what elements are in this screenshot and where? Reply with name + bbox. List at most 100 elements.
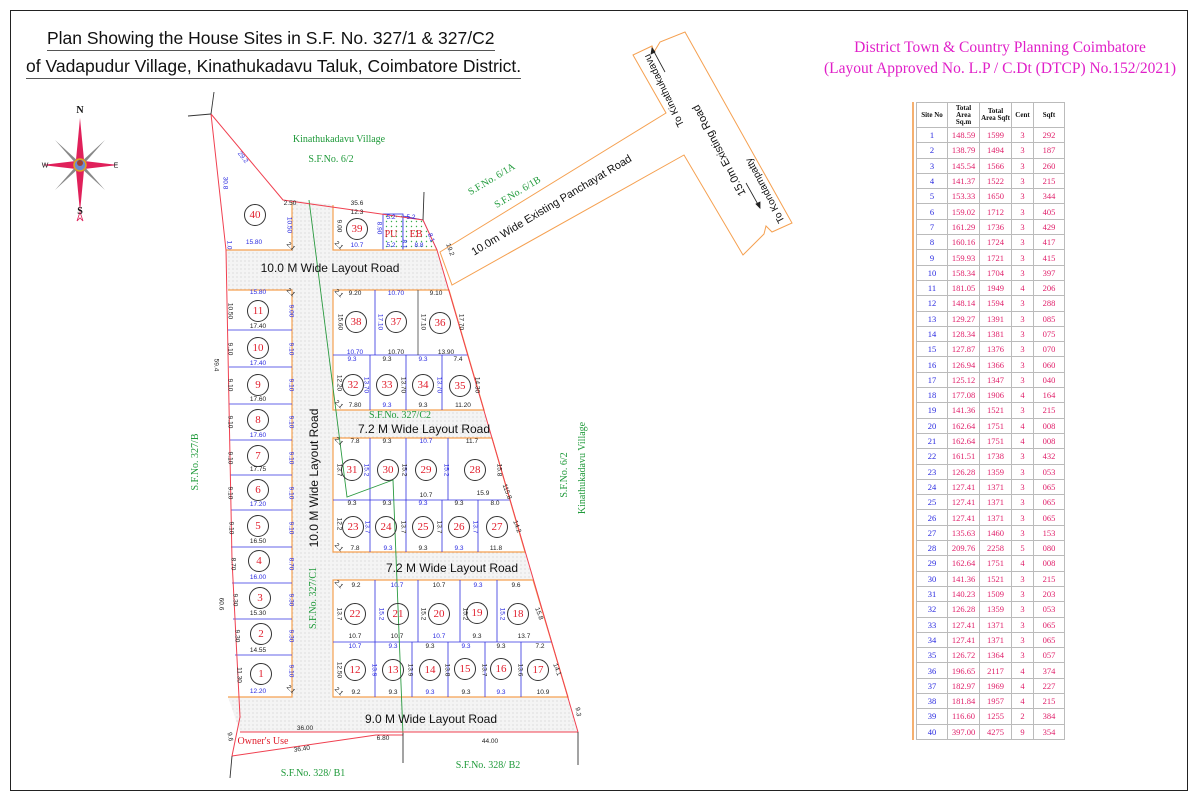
site-number-cell: 6 bbox=[916, 203, 948, 220]
site-number-cell: 28 bbox=[916, 540, 948, 557]
dimension-label: 15.60 bbox=[336, 313, 344, 331]
cent-cell: 3 bbox=[1011, 234, 1034, 251]
area-sqft-cell: 1599 bbox=[979, 126, 1012, 144]
dimension-label: 9.3 bbox=[454, 499, 464, 507]
dimension-label: 9.10 bbox=[287, 415, 295, 429]
area-sqm-cell: 397.00 bbox=[947, 723, 980, 740]
dimension-label: 9.3 bbox=[418, 401, 428, 409]
dimension-label: 9.3 bbox=[418, 499, 428, 507]
top-road-label: 10.0 M Wide Layout Road bbox=[260, 261, 400, 275]
middle-road-2-label: 7.2 M Wide Layout Road bbox=[385, 561, 519, 575]
kinathukadavu-village-label: Kinathukadavu Village bbox=[292, 134, 386, 145]
dimension-label: 13.7 bbox=[435, 520, 443, 534]
dimension-label: 7.8 bbox=[350, 544, 360, 552]
compass-east-label: E bbox=[113, 162, 119, 170]
dimension-label: 9.10 bbox=[226, 451, 234, 465]
area-sqft-cell: 1521 bbox=[979, 570, 1012, 587]
column-header: Total Area Sq.m bbox=[947, 102, 980, 128]
site-plot-1: 1 bbox=[250, 663, 272, 685]
area-sqm-cell: 161.29 bbox=[947, 218, 980, 236]
sqft-cell: 344 bbox=[1033, 188, 1065, 205]
site-plot-37: 37 bbox=[385, 311, 407, 333]
dimension-label: 9.3 bbox=[496, 642, 506, 650]
sqft-cell: 080 bbox=[1033, 540, 1065, 557]
site-number-cell: 13 bbox=[916, 310, 948, 327]
column-header: Site No bbox=[916, 102, 948, 128]
dimension-label: 10.7 bbox=[348, 632, 362, 640]
cent-cell: 3 bbox=[1011, 264, 1034, 281]
area-sqm-cell: 129.27 bbox=[947, 310, 980, 327]
area-sqft-cell: 1359 bbox=[979, 463, 1012, 480]
dimension-label: 9.3 bbox=[347, 355, 357, 363]
area-sqft-cell: 1371 bbox=[979, 494, 1012, 511]
dimension-label: 6.80 bbox=[376, 734, 390, 742]
site-plot-13: 13 bbox=[382, 659, 404, 681]
cent-cell: 3 bbox=[1011, 616, 1034, 633]
site-number-cell: 33 bbox=[916, 616, 948, 633]
sf-327-c2-label: S.F.No. 327/C2 bbox=[369, 410, 431, 421]
dimension-label: 60.6 bbox=[217, 597, 225, 611]
dimension-label: 9.10 bbox=[227, 521, 235, 535]
cent-cell: 3 bbox=[1011, 218, 1034, 236]
site-plot-7: 7 bbox=[247, 445, 269, 467]
site-plot-38: 38 bbox=[345, 311, 367, 333]
sqft-cell: 417 bbox=[1033, 234, 1065, 251]
site-number-cell: 30 bbox=[916, 570, 948, 587]
sqft-cell: 384 bbox=[1033, 708, 1065, 725]
sqft-cell: 374 bbox=[1033, 662, 1065, 679]
dimension-label: 15.2 bbox=[461, 607, 469, 621]
dimension-label: 9.3 bbox=[454, 544, 464, 552]
cent-cell: 3 bbox=[1011, 570, 1034, 587]
cent-cell: 4 bbox=[1011, 387, 1034, 404]
site-plot-32: 32 bbox=[342, 374, 364, 396]
cent-cell: 3 bbox=[1011, 371, 1034, 389]
cent-cell: 3 bbox=[1011, 402, 1034, 419]
sqft-cell: 215 bbox=[1033, 172, 1065, 190]
area-sqm-cell: 141.37 bbox=[947, 172, 980, 190]
dimension-label: 13.6 bbox=[516, 663, 524, 677]
dimension-label: 9.10 bbox=[287, 342, 295, 356]
area-sqft-cell: 1522 bbox=[979, 172, 1012, 190]
sf-6-2-right-label: S.F.No. 6/2 bbox=[559, 452, 570, 498]
cent-cell: 4 bbox=[1011, 432, 1034, 450]
area-sqm-cell: 145.54 bbox=[947, 157, 980, 174]
area-sqm-cell: 127.41 bbox=[947, 616, 980, 633]
site-number-cell: 39 bbox=[916, 708, 948, 725]
cent-cell: 3 bbox=[1011, 494, 1034, 511]
cent-cell: 3 bbox=[1011, 463, 1034, 480]
site-number-cell: 5 bbox=[916, 188, 948, 205]
sqft-cell: 288 bbox=[1033, 295, 1065, 312]
compass-north-label: N bbox=[76, 105, 84, 116]
sqft-cell: 215 bbox=[1033, 402, 1065, 419]
dimension-label: 9.3 bbox=[382, 355, 392, 363]
dimension-label: 9.3 bbox=[382, 499, 392, 507]
approval-authority: District Town & Country Planning Coimbat… bbox=[854, 39, 1146, 56]
plan-title-line-1: Plan Showing the House Sites in S.F. No.… bbox=[47, 28, 495, 51]
dimension-label: 8.70 bbox=[229, 557, 237, 571]
dimension-label: 17.70 bbox=[457, 313, 465, 331]
dimension-label: 10.7 bbox=[390, 581, 404, 589]
eb-plot-label: EB bbox=[409, 229, 423, 240]
site-plot-9: 9 bbox=[247, 374, 269, 396]
area-sqft-cell: 1359 bbox=[979, 601, 1012, 618]
area-sqm-cell: 160.16 bbox=[947, 234, 980, 251]
site-number-cell: 40 bbox=[916, 723, 948, 740]
dimension-label: 7.8 bbox=[350, 437, 360, 445]
area-sqm-cell: 126.72 bbox=[947, 647, 980, 664]
area-sqft-cell: 1376 bbox=[979, 341, 1012, 358]
dimension-label: 5.2 bbox=[406, 213, 416, 221]
dimension-label: 13.7 bbox=[480, 663, 488, 677]
sqft-cell: 415 bbox=[1033, 249, 1065, 266]
sqft-cell: 008 bbox=[1033, 555, 1065, 572]
cent-cell: 4 bbox=[1011, 677, 1034, 694]
area-sqft-cell: 1594 bbox=[979, 295, 1012, 312]
sqft-cell: 040 bbox=[1033, 371, 1065, 389]
site-plot-15: 15 bbox=[454, 658, 476, 680]
